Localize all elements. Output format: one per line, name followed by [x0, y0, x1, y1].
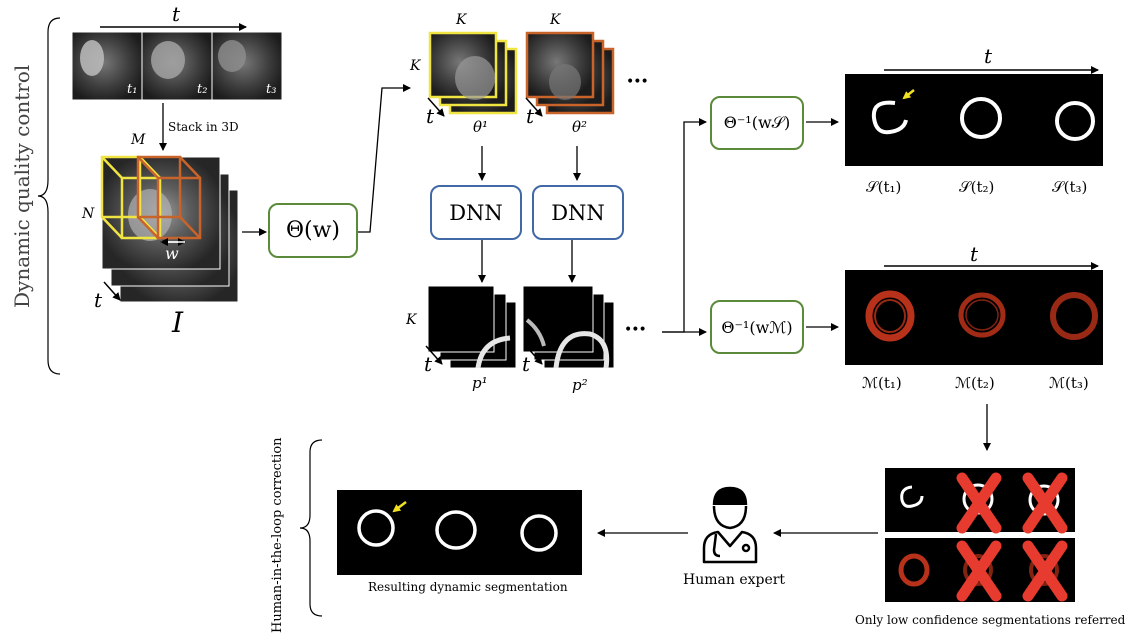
stack-label: Stack in 3D	[168, 120, 239, 134]
seg-contour-3	[1055, 101, 1095, 141]
reject-cross-3	[956, 540, 1002, 602]
dim-n-label: N	[82, 206, 95, 222]
pred2-label: p²	[572, 376, 588, 394]
prediction-stack-1	[427, 285, 517, 369]
pred2-time: t	[522, 352, 531, 376]
input-frame-label-1: t₁	[127, 82, 138, 97]
pred-ellipsis: •••	[624, 322, 647, 338]
seg-contour-2	[960, 97, 1002, 139]
image-time-label: t	[94, 288, 103, 312]
top-section-label: Dynamic quality control	[10, 64, 34, 308]
reject-cross-1	[956, 472, 1002, 534]
bottom-section-brace	[299, 439, 323, 617]
seg-time-label: t	[984, 44, 993, 68]
referral-conf-panel	[885, 538, 1075, 602]
reject-cross-2	[1022, 472, 1068, 534]
input-frame-label-2: t₂	[197, 82, 208, 97]
seg-contour-1	[871, 100, 908, 135]
pred1-label: p¹	[472, 374, 488, 392]
seg-frame-label-1: 𝒮(t₁)	[866, 178, 902, 196]
prediction-stack-2	[522, 285, 615, 369]
inverse-seg-box: Θ⁻¹(w𝒮)	[710, 96, 804, 150]
result-contour-3	[520, 514, 558, 552]
patch2-label: θ²	[572, 118, 588, 136]
image-time-arrow	[103, 281, 121, 301]
pred1-k-side: K	[406, 312, 417, 328]
conf-map-2	[958, 292, 1006, 338]
pred2-time-arrow	[525, 345, 543, 365]
conf-time-label: t	[970, 242, 979, 266]
arrow-patch-to-patches	[357, 84, 411, 233]
patch2-k-top: K	[550, 12, 561, 28]
result-panel	[337, 490, 582, 575]
patch2-time-arrow	[525, 97, 543, 117]
input-frame-strip	[71, 31, 283, 101]
patch1-k-top: K	[456, 12, 467, 28]
dnn-box-1: DNN	[430, 185, 522, 240]
arrow-preds-to-inverse-split	[662, 118, 707, 333]
conf-map-1	[865, 290, 915, 342]
patch-op-box: Θ(w)	[268, 203, 358, 258]
patch-stack-2	[525, 31, 615, 115]
confidence-panel	[845, 270, 1103, 365]
referral-caption: Only low confidence segmentations referr…	[855, 613, 1126, 627]
dim-m-label: M	[131, 132, 146, 148]
dnn-box-2: DNN	[532, 185, 624, 240]
reject-cross-4	[1022, 540, 1068, 602]
conf-map-3	[1050, 292, 1098, 340]
segmentation-panel	[845, 74, 1103, 166]
bottom-section-label: Human-in-the-loop correction	[270, 437, 285, 633]
expert-label: Human expert	[683, 572, 786, 588]
input-frame-label-3: t₃	[266, 82, 277, 97]
inverse-conf-box: Θ⁻¹(wℳ)	[710, 300, 804, 354]
width-label: w	[165, 244, 179, 263]
patch1-time-arrow	[427, 97, 445, 117]
image-stack	[100, 155, 239, 303]
referral-seg-panel	[885, 468, 1075, 534]
image-label: I	[172, 306, 184, 339]
pred1-time-arrow	[425, 345, 443, 365]
top-section-brace	[37, 17, 61, 375]
result-caption: Resulting dynamic segmentation	[368, 580, 568, 594]
patch2-time: t	[526, 104, 535, 128]
seg-frame-label-2: 𝒮(t₂)	[959, 178, 995, 196]
result-contour-1	[357, 509, 395, 547]
conf-frame-label-2: ℳ(t₂)	[955, 374, 995, 392]
conf-frame-label-3: ℳ(t₃)	[1049, 374, 1089, 392]
patch1-time: t	[426, 104, 435, 128]
conf-frame-label-1: ℳ(t₁)	[862, 374, 902, 392]
result-contour-2	[435, 510, 477, 550]
highlight-arrow-seg	[902, 89, 915, 100]
input-time-label: t	[172, 2, 181, 26]
patch-ellipsis: •••	[626, 74, 649, 90]
highlight-arrow-result	[392, 501, 407, 513]
seg-frame-label-3: 𝒮(t₃)	[1052, 178, 1088, 196]
patch-stack-1	[428, 31, 518, 115]
patch1-k-side: K	[410, 58, 421, 74]
patch1-label: θ¹	[473, 118, 489, 136]
yellow-patch-cube	[100, 155, 162, 240]
human-expert-icon	[702, 486, 758, 564]
pred1-time: t	[424, 352, 433, 376]
